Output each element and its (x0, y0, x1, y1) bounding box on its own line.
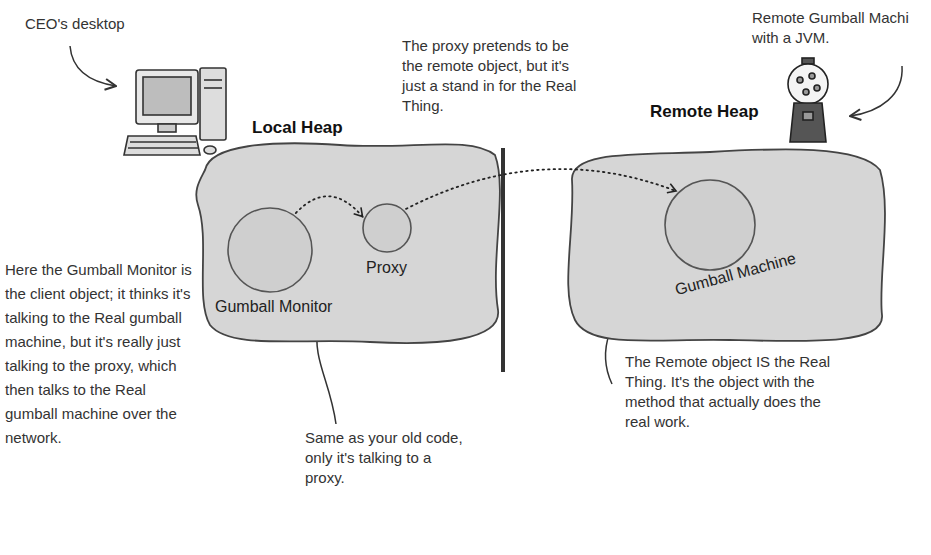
network-divider (501, 148, 505, 372)
leader-line (850, 66, 902, 116)
callout-note: The Remote object IS the Real Thing. It'… (625, 352, 840, 432)
heap-region: Local HeapGumball Monitor Proxy (190, 110, 505, 350)
object-circle: Proxy (360, 200, 440, 290)
dotted-connector (296, 196, 363, 216)
computer-icon (124, 68, 226, 155)
callout-note: Same as your old code, only it's talking… (305, 428, 470, 488)
callout-note: CEO's desktop (25, 14, 175, 34)
circle-outline (660, 180, 830, 330)
object-name: Proxy (366, 258, 407, 278)
heap-region: Remote HeapGumball Machine (560, 100, 890, 350)
callout-note: The proxy pretends to be the remote obje… (402, 36, 587, 116)
heap-title: Local Heap (252, 118, 343, 138)
heap-title: Remote Heap (650, 102, 759, 122)
callout-note: Here the Gumball Monitor is the client o… (5, 258, 193, 450)
leader-line (70, 46, 116, 86)
callout-note: Remote Gumball Machi with a JVM. (752, 8, 928, 48)
dotted-connector (406, 169, 676, 209)
object-name: Gumball Monitor (215, 297, 332, 317)
gumball-machine-icon (788, 58, 828, 142)
circle-outline (360, 200, 440, 290)
object-circle: Gumball Machine (660, 180, 830, 330)
object-circle: Gumball Monitor (220, 205, 350, 330)
